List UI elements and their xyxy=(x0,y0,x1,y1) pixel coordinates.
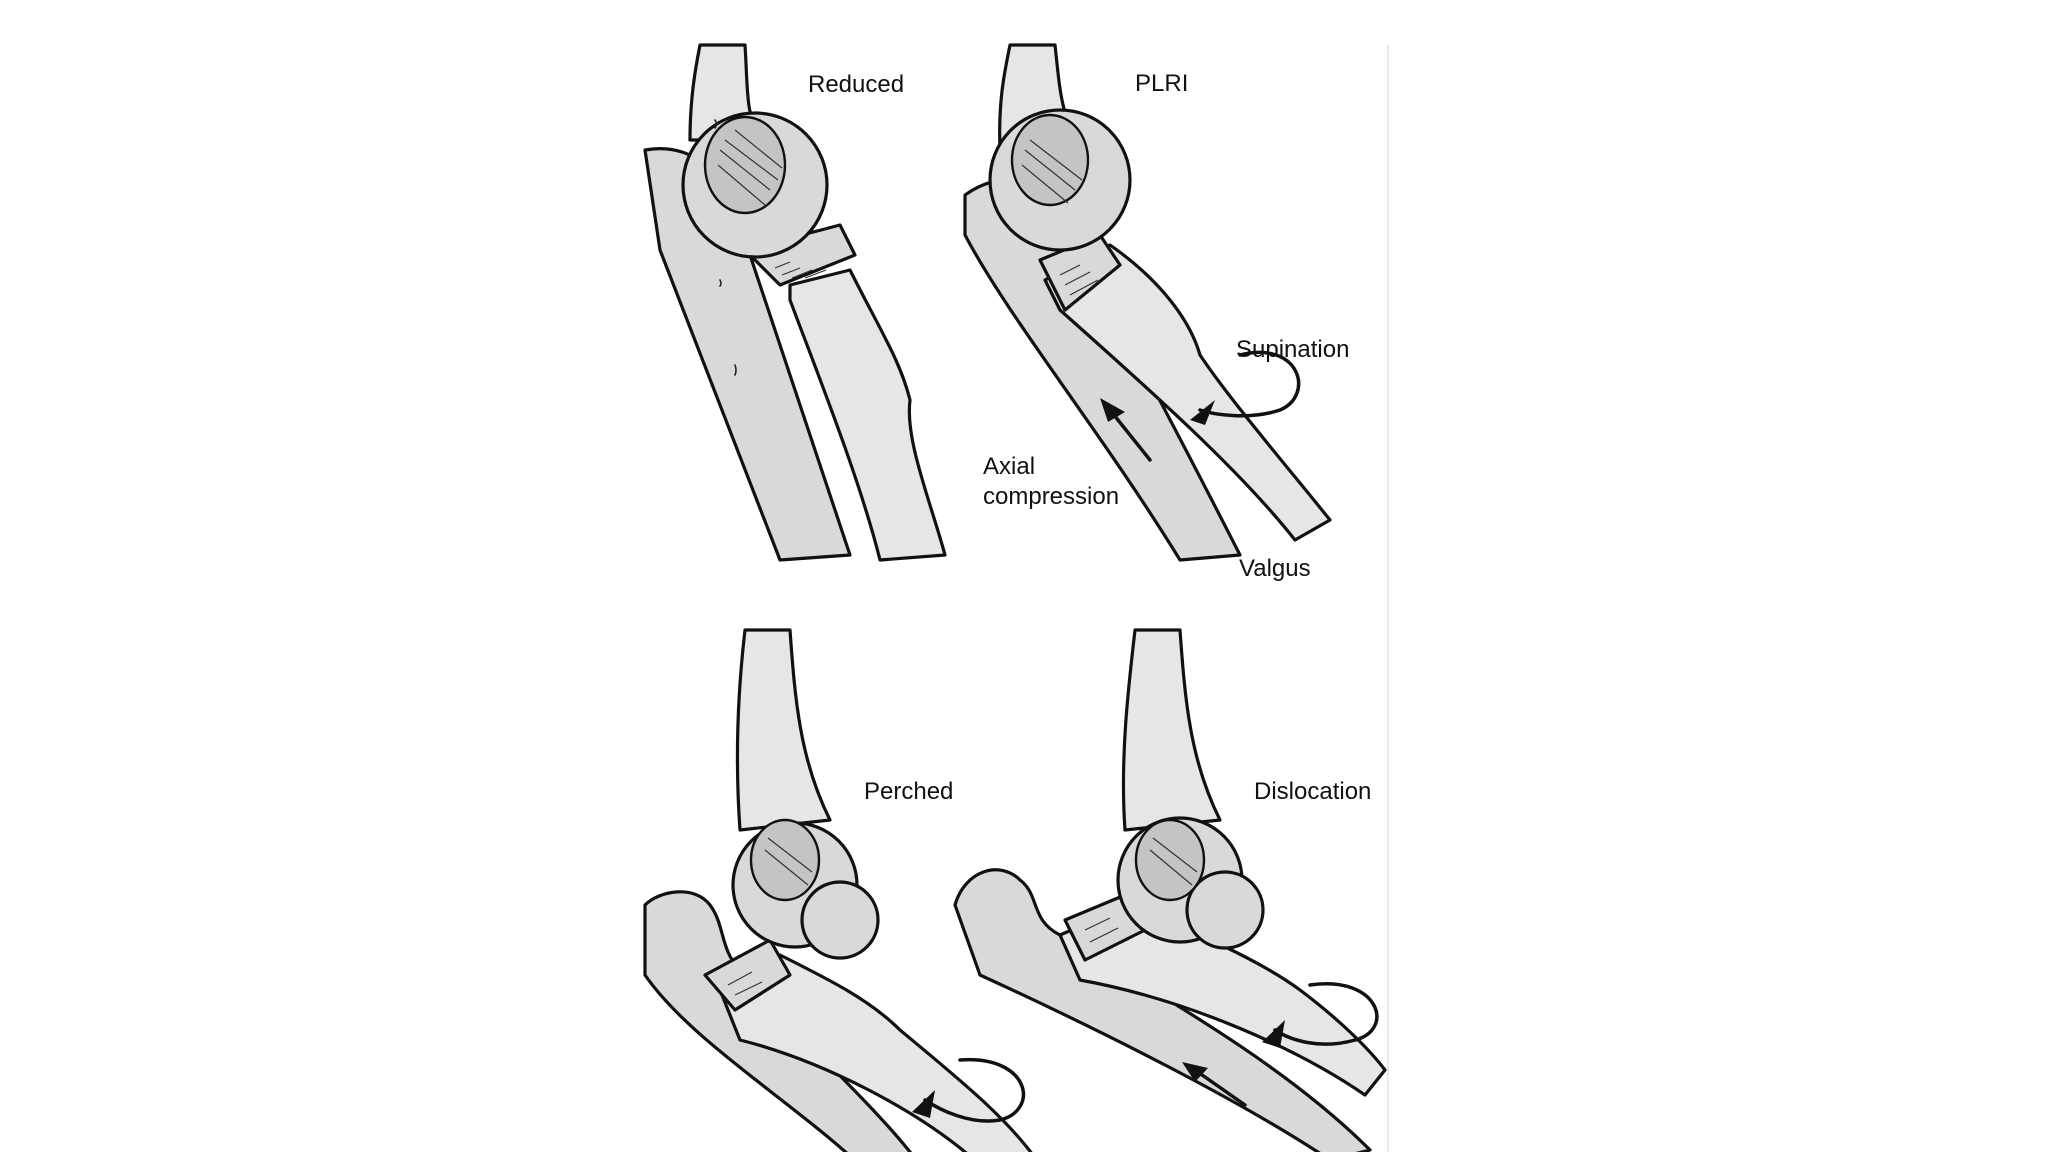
reduced-radius xyxy=(788,268,947,562)
dislocation-rotation-arrow xyxy=(1273,982,1379,1046)
dislocation-trochlea xyxy=(1134,818,1206,902)
plri-axial-arrowhead xyxy=(1100,398,1125,422)
dislocation-humerus xyxy=(1121,628,1222,832)
dislocation-trochlea-lower xyxy=(1185,870,1265,950)
plri-supination-arrow xyxy=(1198,350,1301,418)
plri-radius xyxy=(1043,243,1332,542)
reduced-trochlea xyxy=(703,115,787,215)
label-dislocation: Dislocation xyxy=(1254,778,1372,805)
plri-trochlea xyxy=(1010,113,1090,207)
panel-dislocation-drawing xyxy=(953,628,1387,1152)
perched-trochlea xyxy=(749,818,821,902)
plri-supination-arrowhead xyxy=(1190,400,1215,425)
perched-trochlea-lower xyxy=(800,880,880,960)
panel-reduced-drawing xyxy=(643,43,947,562)
label-compression: compression xyxy=(983,483,1120,510)
perched-humerus xyxy=(735,628,832,832)
dislocation-rotation-arrowhead xyxy=(1262,1020,1285,1048)
perched-rotation-arrow xyxy=(923,1058,1026,1123)
dislocation-axial-arrowhead xyxy=(1182,1062,1208,1082)
plri-axial-arrow xyxy=(1108,408,1152,462)
panel-perched-drawing xyxy=(643,628,1033,1152)
label-reduced: Reduced xyxy=(808,71,905,98)
dislocation-axial-arrow xyxy=(1193,1068,1247,1107)
label-valgus: Valgus xyxy=(1239,555,1311,582)
label-supination: Supination xyxy=(1236,336,1350,363)
label-perched: Perched xyxy=(864,778,954,805)
perched-rotation-arrowhead xyxy=(912,1090,935,1118)
label-axial: Axial xyxy=(983,453,1036,480)
label-plri: PLRI xyxy=(1135,70,1189,97)
perched-radius xyxy=(718,953,1033,1152)
dislocation-ulna xyxy=(953,868,1372,1152)
panel-plri-drawing xyxy=(963,43,1332,562)
